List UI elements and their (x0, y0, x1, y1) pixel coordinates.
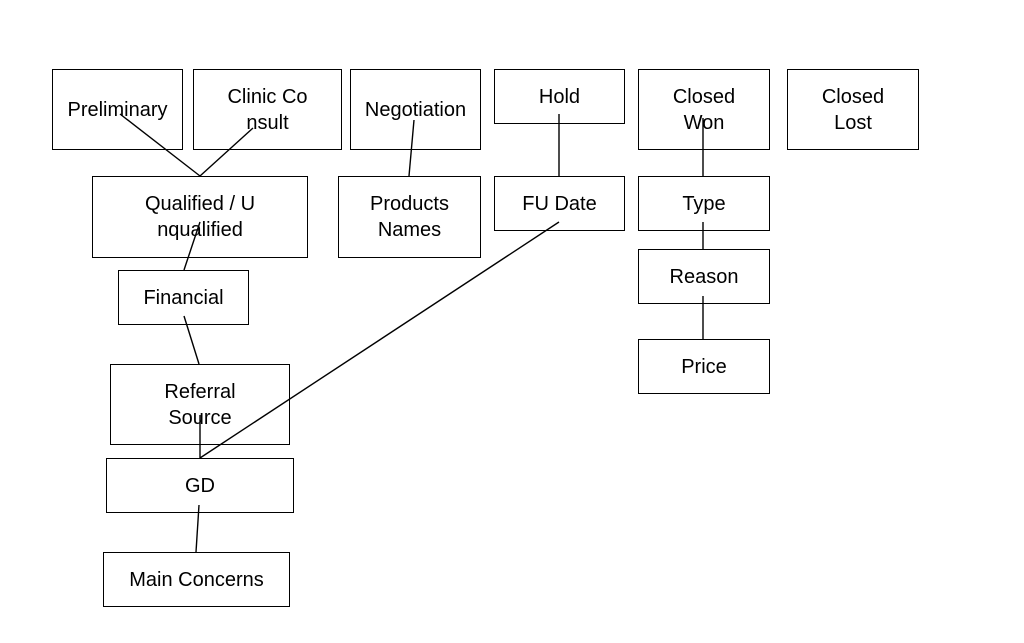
node-products-names-label: Products Names (370, 193, 449, 241)
node-gd-label: GD (185, 474, 215, 497)
node-clinic-consult-label: Clinic Consult (227, 85, 308, 134)
node-hold: Hold (494, 69, 625, 124)
node-fu-date-label: FU Date (522, 192, 597, 215)
node-reason-label: Reason (669, 265, 739, 288)
node-preliminary-label: Preliminary (67, 98, 168, 121)
node-price-label: Price (681, 355, 727, 378)
node-financial-label: Financial (143, 286, 224, 309)
node-financial: Financial (118, 270, 249, 325)
node-gd: GD (106, 458, 294, 513)
node-reason: Reason (638, 249, 770, 304)
node-negotiation: Negotiation (350, 69, 481, 150)
node-main-concerns-label: Main Concerns (129, 568, 264, 591)
node-negotiation-label: Negotiation (364, 98, 467, 121)
node-type: Type (638, 176, 770, 231)
node-hold-label: Hold (538, 85, 581, 108)
node-qualified-unqualified: Qualified / Unqualified (92, 176, 308, 258)
node-price: Price (638, 339, 770, 394)
node-closed-lost: Closed Lost (787, 69, 919, 150)
node-closed-won: Closed Won (638, 69, 770, 150)
node-type-label: Type (682, 192, 726, 215)
node-fu-date: FU Date (494, 176, 625, 231)
node-closed-lost-label: Closed Lost (821, 85, 885, 134)
node-referral-source: Referral Source (110, 364, 290, 445)
node-referral-source-label: Referral Source (164, 380, 236, 429)
node-products-names: Products Names (338, 176, 481, 258)
node-preliminary: Preliminary (52, 69, 183, 150)
node-qualified-unqualified-label: Qualified / Unqualified (144, 193, 256, 241)
node-closed-won-label: Closed Won (672, 85, 736, 134)
node-main-concerns: Main Concerns (103, 552, 290, 607)
node-clinic-consult: Clinic Consult (193, 69, 342, 150)
